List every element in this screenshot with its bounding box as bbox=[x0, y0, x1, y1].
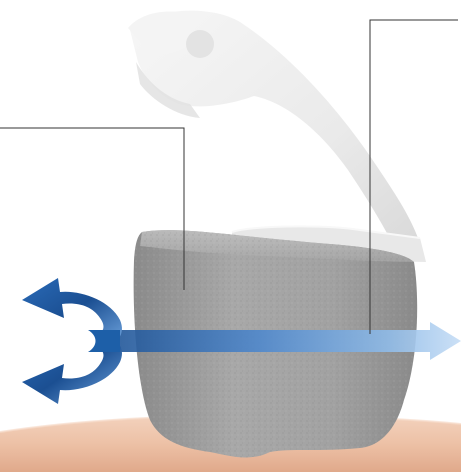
leader-line-left bbox=[0, 127, 185, 290]
blue-circulation-arrows bbox=[22, 278, 122, 404]
leader-line-right bbox=[369, 19, 458, 334]
white-plastic-clip bbox=[128, 10, 426, 262]
leader-lines bbox=[0, 19, 458, 334]
